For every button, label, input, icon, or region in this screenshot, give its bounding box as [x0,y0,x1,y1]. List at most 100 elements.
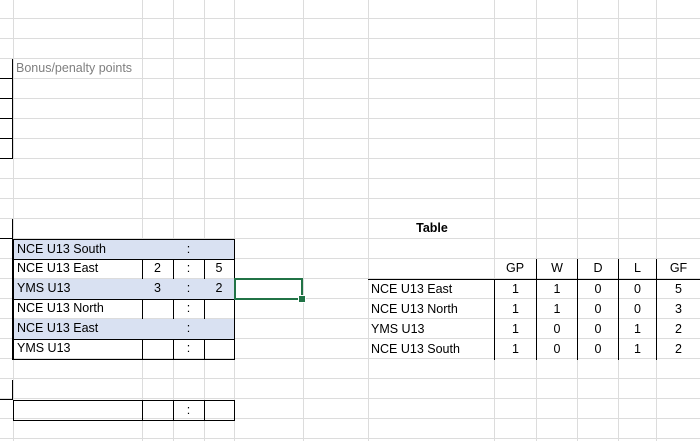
fixture-row-edge[interactable] [0,339,13,360]
standings-value-gf[interactable]: 3 [656,300,700,320]
fixture-row-edge[interactable] [0,299,13,320]
standings-team-name[interactable]: NCE U13 South [371,342,460,356]
row-gridline [0,158,700,159]
standings-value-w[interactable]: 1 [536,280,577,300]
fixture-away-goals[interactable]: 2 [204,279,235,300]
standings-value-w[interactable]: 0 [536,340,577,360]
row-gridline [0,338,700,339]
standings-value-gp[interactable]: 1 [494,280,536,300]
fixture-away-goals[interactable] [204,299,235,320]
fixture-away-goals[interactable] [204,239,235,260]
row-gridline [0,198,700,199]
bonus-box-edge[interactable] [0,59,13,79]
column-gridline [577,0,578,441]
standings-value-gp[interactable]: 1 [494,340,536,360]
standings-header-gp: GP [494,259,536,280]
standings-team-name[interactable]: YMS U13 [371,322,425,336]
standings-team-name[interactable]: NCE U13 North [371,302,458,316]
standings-team-name[interactable]: NCE U13 East [371,282,453,296]
standings-value-gp[interactable]: 1 [494,320,536,340]
extra-fixture-edge[interactable] [0,380,13,400]
row-gridline [0,118,700,119]
standings-value-w[interactable]: 0 [536,320,577,340]
standings-header-w: W [536,259,577,280]
standings-value-d[interactable]: 0 [577,340,618,360]
fixture-home-goals[interactable] [142,239,174,260]
column-gridline [234,0,235,441]
standings-value-d[interactable]: 0 [577,320,618,340]
standings-value-l[interactable]: 1 [618,320,656,340]
row-gridline [0,318,700,319]
row-gridline [0,278,700,279]
row-gridline [0,358,700,359]
extra-fixture-separator: : [173,400,205,421]
fixture-row-edge[interactable] [0,319,13,340]
fixture-row-edge[interactable] [0,279,13,300]
fixture-header-edge[interactable] [0,219,13,239]
column-gridline [536,0,537,441]
row-gridline [0,78,700,79]
fill-handle[interactable] [298,295,306,303]
active-cell-selection[interactable] [234,278,303,300]
row-gridline [0,258,700,259]
fixture-home-goals[interactable]: 3 [142,279,174,300]
standings-header-gf: GF [656,259,700,280]
bonus-row[interactable] [0,119,13,139]
fixture-row-edge[interactable] [0,239,13,260]
fixture-away-goals[interactable]: 5 [204,259,235,280]
fixture-home-goals[interactable] [142,299,174,320]
column-gridline [13,0,14,441]
row-gridline [0,218,700,219]
column-gridline [303,0,304,441]
standings-header-d: D [577,259,618,280]
extra-fixture-home-cell[interactable] [13,400,143,421]
standings-value-l[interactable]: 0 [618,280,656,300]
fixture-home-team[interactable]: YMS U13 [13,339,143,360]
bonus-row[interactable] [0,139,13,159]
fixture-home-team[interactable]: YMS U13 [13,279,143,300]
standings-value-gp[interactable]: 1 [494,300,536,320]
standings-value-d[interactable]: 0 [577,300,618,320]
fixture-home-team[interactable]: NCE U13 North [13,299,143,320]
extra-fixture-away-goals[interactable] [204,400,235,421]
column-gridline [618,0,619,441]
row-gridline [0,138,700,139]
column-gridline [656,0,657,441]
standings-value-w[interactable]: 1 [536,300,577,320]
fixture-home-goals[interactable] [142,319,174,340]
standings-title: Table [416,221,448,235]
fixture-home-goals[interactable]: 2 [142,259,174,280]
column-gridline [204,0,205,441]
bonus-row[interactable] [0,79,13,99]
fixture-away-goals[interactable] [204,339,235,360]
fixture-away-goals[interactable] [204,319,235,340]
fixture-home-team[interactable]: NCE U13 East [13,319,143,340]
standings-value-gf[interactable]: 5 [656,280,700,300]
row-gridline [0,378,700,379]
fixture-home-team[interactable]: NCE U13 East [13,259,143,280]
bonus-row[interactable] [0,99,13,119]
column-gridline [494,0,495,441]
row-gridline [0,298,700,299]
row-gridline [0,18,700,19]
standings-header-team [368,259,494,280]
row-gridline [0,398,700,399]
row-gridline [0,418,700,419]
row-gridline [0,178,700,179]
standings-value-l[interactable]: 0 [618,300,656,320]
standings-value-l[interactable]: 1 [618,340,656,360]
fixture-home-goals[interactable] [142,339,174,360]
standings-value-gf[interactable]: 2 [656,340,700,360]
fixture-score-separator: : [173,319,205,340]
row-gridline [0,238,700,239]
bonus-penalty-label: Bonus/penalty points [16,61,133,75]
standings-value-gf[interactable]: 2 [656,320,700,340]
standings-header-l: L [618,259,656,280]
fixture-row-edge[interactable] [0,259,13,280]
extra-fixture-home-goals[interactable] [142,400,174,421]
standings-value-d[interactable]: 0 [577,280,618,300]
column-gridline [142,0,143,441]
row-gridline [0,438,700,439]
fixture-home-team[interactable]: NCE U13 South [13,239,143,260]
